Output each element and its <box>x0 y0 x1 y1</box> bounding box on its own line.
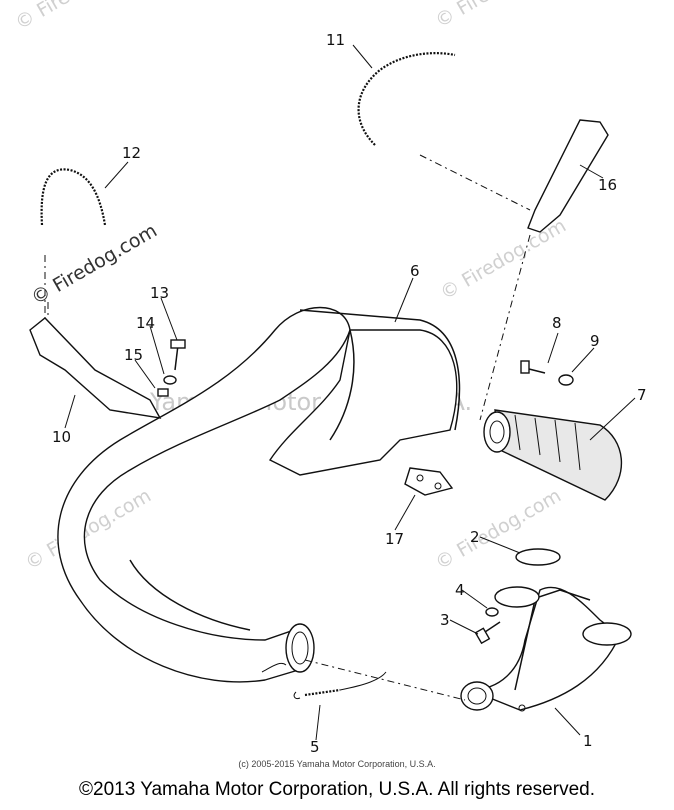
part-6-exhaust-pipe[interactable] <box>57 306 461 683</box>
part-label-15: 15 <box>124 346 143 364</box>
part-label-11: 11 <box>326 31 345 49</box>
assembly-lines <box>44 154 531 701</box>
part-11-spring[interactable] <box>357 52 456 146</box>
part-label-5: 5 <box>310 738 320 756</box>
part-label-6: 6 <box>410 262 420 280</box>
page-copyright: ©2013 Yamaha Motor Corporation, U.S.A. A… <box>79 779 595 800</box>
watermark-site: © Firedog.com <box>12 0 145 34</box>
part-1-header-pipe[interactable] <box>460 586 632 712</box>
part-15-nut[interactable] <box>157 388 169 397</box>
part-5-spring[interactable] <box>293 671 387 699</box>
diagram-copyright: (c) 2005-2015 Yamaha Motor Corporation, … <box>238 759 436 769</box>
exhaust-parts-diagram: © Firedog.com © Firedog.com © Firedog.co… <box>12 0 647 756</box>
part-3-bolt[interactable] <box>474 621 501 645</box>
part-4-washer[interactable] <box>485 607 499 617</box>
watermark-site-dark: © Firedog.com <box>28 220 161 310</box>
part-label-3: 3 <box>440 611 450 629</box>
part-labels: 11 12 16 6 13 8 14 9 15 7 10 17 2 4 3 5 … <box>52 31 647 756</box>
part-label-9: 9 <box>590 332 600 350</box>
part-label-4: 4 <box>455 581 465 599</box>
part-label-12: 12 <box>122 144 141 162</box>
part-7-muffler[interactable] <box>483 409 622 501</box>
part-label-17: 17 <box>385 530 404 548</box>
part-label-14: 14 <box>136 314 155 332</box>
part-label-10: 10 <box>52 428 71 446</box>
part-label-8: 8 <box>552 314 562 332</box>
part-2-gasket[interactable] <box>515 548 561 566</box>
part-label-2: 2 <box>470 528 480 546</box>
part-12-spring[interactable] <box>40 168 107 226</box>
watermark-site: © Firedog.com <box>432 0 565 32</box>
part-13-bolt[interactable] <box>170 339 186 371</box>
part-label-16: 16 <box>598 176 617 194</box>
part-label-1: 1 <box>583 732 593 750</box>
part-label-13: 13 <box>150 284 169 302</box>
part-10-bracket[interactable] <box>29 317 162 419</box>
part-9-washer[interactable] <box>558 374 574 386</box>
part-16-stay[interactable] <box>527 119 609 233</box>
watermark-site: © Firedog.com <box>437 215 570 305</box>
part-17-mount-rubber[interactable] <box>404 467 454 496</box>
part-label-7: 7 <box>637 386 647 404</box>
part-8-bolt[interactable] <box>520 360 546 374</box>
part-14-washer[interactable] <box>163 375 177 385</box>
leader-lines <box>64 44 636 741</box>
